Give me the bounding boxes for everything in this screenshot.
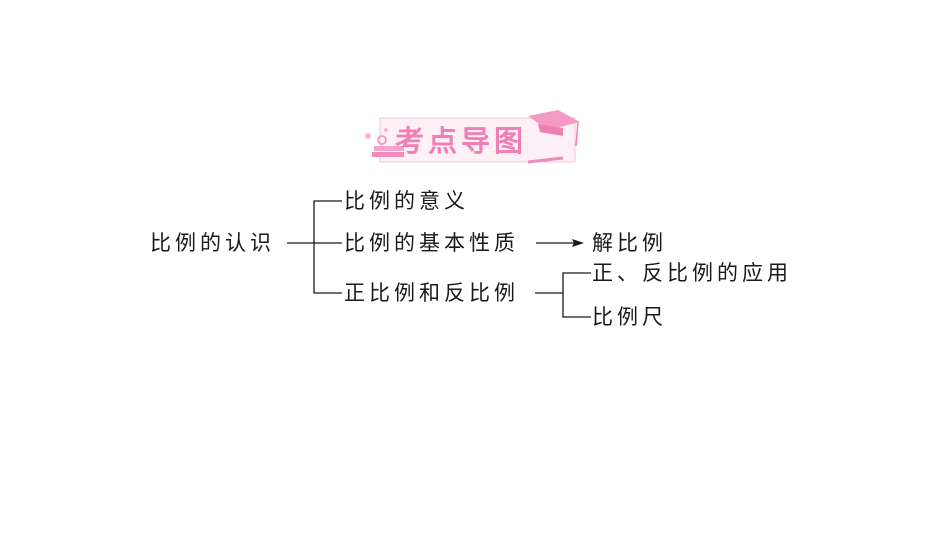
- branch-direct-inverse: 正比例和反比例: [344, 281, 519, 305]
- banner-decoration: [365, 110, 580, 164]
- graduation-cap-icon: [528, 110, 580, 147]
- child-applications: 正、反比例的应用: [592, 261, 792, 285]
- sub-bracket: [562, 272, 591, 318]
- books-icon: [372, 135, 404, 157]
- branch-meaning: 比例的意义: [344, 189, 469, 213]
- solve-proportion-node: 解比例: [592, 231, 667, 255]
- pencil-icon: [527, 156, 564, 164]
- page-title: 考点导图: [395, 124, 528, 158]
- header-banner: [358, 110, 586, 166]
- branch-basic-property: 比例的基本性质: [344, 231, 519, 255]
- child-scale: 比例尺: [592, 305, 667, 329]
- main-bracket: [313, 200, 342, 294]
- arrow-head-icon: [572, 239, 584, 247]
- root-node: 比例的认识: [150, 231, 275, 255]
- dot-icon: [365, 133, 371, 139]
